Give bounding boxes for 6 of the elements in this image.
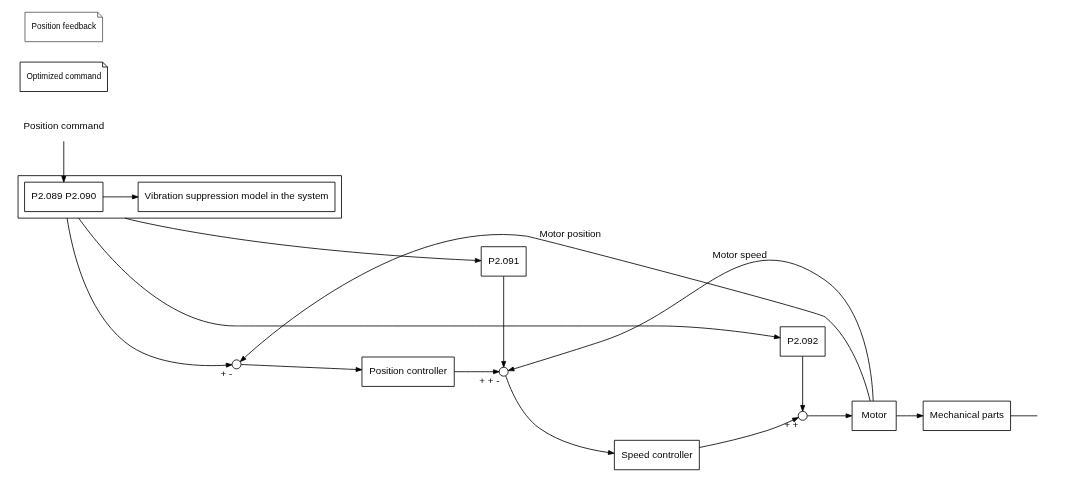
node-text: Position command — [23, 119, 105, 131]
edge-label: Motor speed — [712, 248, 767, 260]
node-label: + + — [784, 418, 799, 430]
node-label: + - — [220, 367, 233, 379]
node-label: + + - — [479, 374, 500, 386]
edge-label: Motor position — [539, 227, 602, 239]
